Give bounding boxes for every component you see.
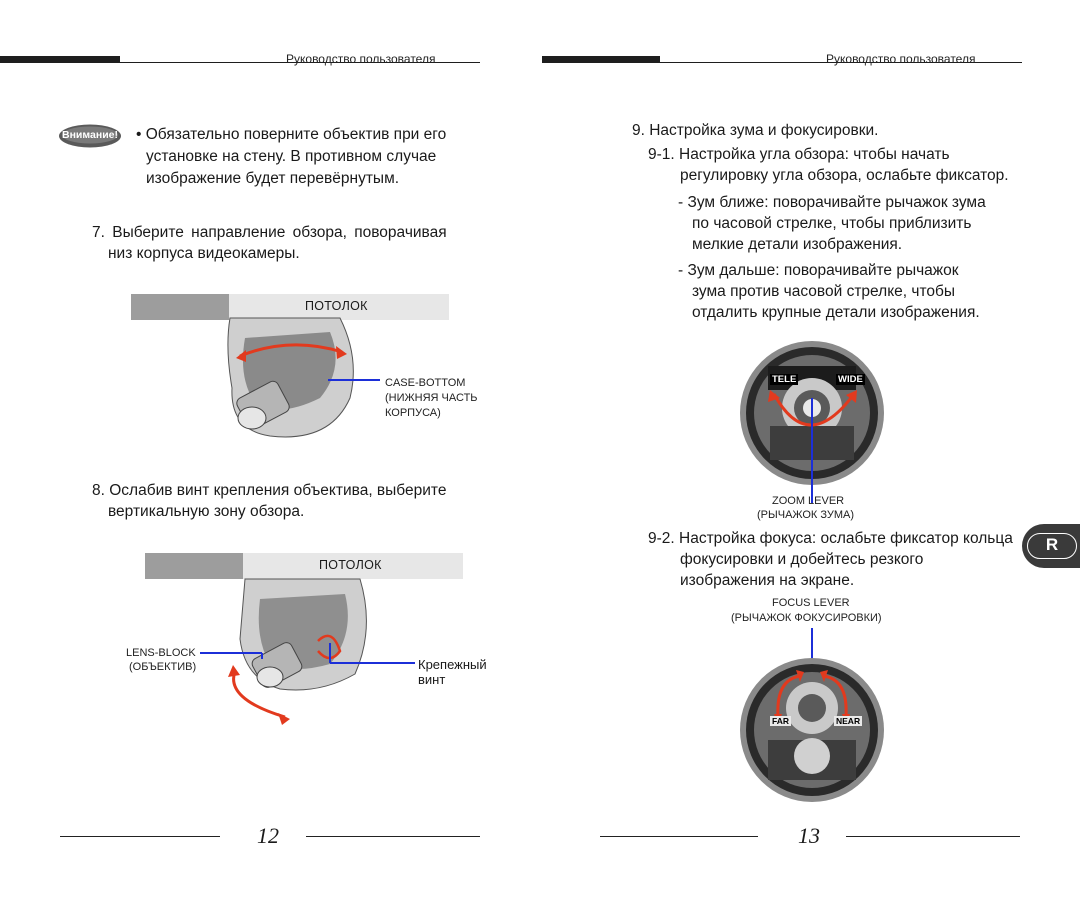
caution-badge: Внимание! [58,124,122,148]
fig1-label-1: CASE-BOTTOM [385,377,466,389]
right-header-rule [660,62,1022,63]
fig2-lens-label-1: LENS-BLOCK [126,647,196,659]
caution-line-3: изображение будет перевёрнутым. [146,170,400,187]
fig3-label-2: (РЫЧАЖОК ЗУМА) [757,509,855,521]
step7-line-2: низ корпуса видеокамеры. [108,245,300,262]
step9-2-line-2: фокусировки и добейтесь резкого [680,551,924,568]
fig4-far-label: FAR [770,716,791,726]
caution-line-1: • Обязательно поверните объектив при его [136,126,447,143]
step9-1-line-1: 9-1. Настройка угла обзора: чтобы начать [648,146,950,163]
step8-line-1: 8. Ослабив винт крепления объектива, выб… [92,482,447,499]
left-footer-rule-a [60,836,220,837]
step9-2-line-3: изображения на экране. [680,572,855,589]
left-footer-rule-b [306,836,480,837]
fig3-tele-label: TELE [770,374,799,385]
fig1-label-3: КОРПУСА) [385,407,441,419]
section-tab-r: R [1022,524,1080,568]
caution-badge-shape [59,124,121,148]
fig4-label-1: FOCUS LEVER [772,597,850,609]
fig2-ceiling-label: ПОТОЛОК [319,558,382,572]
left-header-bar [0,56,120,63]
zoom-in-line-2: по часовой стрелке, чтобы приблизить [692,215,972,232]
fig2-screw-label-2: винт [418,672,446,687]
fig1-ceiling-label: ПОТОЛОК [305,299,368,313]
right-header-bar [542,56,660,63]
zoom-in-line-3: мелкие детали изображения. [692,236,903,253]
left-page-number: 12 [257,823,279,848]
caution-line-2: установке на стену. В противном случае [146,148,437,165]
right-footer-rule-a [600,836,758,837]
fig3-zoom-dome-illustration [740,341,884,503]
right-page-number: 13 [798,823,820,848]
fig2-screw-label-1: Крепежный [418,657,487,672]
step9-2-line-1: 9-2. Настройка фокуса: ослабьте фиксатор… [648,530,1013,547]
zoom-out-line-3: отдалить крупные детали изображения. [692,304,980,321]
zoom-out-line-1: - Зум дальше: поворачивайте рычажок [678,262,959,279]
fig4-label-2: (РЫЧАЖОК ФОКУСИРОВКИ) [731,612,882,624]
fig4-focus-dome-illustration [740,628,884,802]
step7-line-1: 7. Выберите направление обзора, поворачи… [92,224,447,241]
caution-badge-text: Внимание! [62,129,118,141]
section-tab-letter: R [1045,535,1059,554]
fig4-near-label: NEAR [834,716,863,726]
left-header-title: Руководство пользователя [286,52,436,66]
zoom-in-line-1: - Зум ближе: поворачивайте рычажок зума [678,194,986,211]
step8-line-2: вертикальную зону обзора. [108,503,305,520]
left-header-rule [120,62,480,63]
fig2-ceiling-band: ПОТОЛОК [145,553,463,579]
fig2-camera-illustration [200,578,415,725]
zoom-out-line-2: зума против часовой стрелке, чтобы [692,283,956,300]
fig1-ceiling-band: ПОТОЛОК [131,294,449,320]
right-footer-rule-b [846,836,1020,837]
fig1-camera-illustration [227,317,380,438]
right-header-title: Руководство пользователя [826,52,976,66]
fig3-wide-label: WIDE [836,374,865,385]
step9-1-line-2: регулировку угла обзора, ослабьте фиксат… [680,167,1009,184]
fig1-label-2: (НИЖНЯЯ ЧАСТЬ [385,392,478,404]
fig2-lens-label-2: (ОБЪЕКТИВ) [129,661,197,673]
fig3-label-1: ZOOM LEVER [772,495,845,507]
step9-title: 9. Настройка зума и фокусировки. [632,122,879,139]
